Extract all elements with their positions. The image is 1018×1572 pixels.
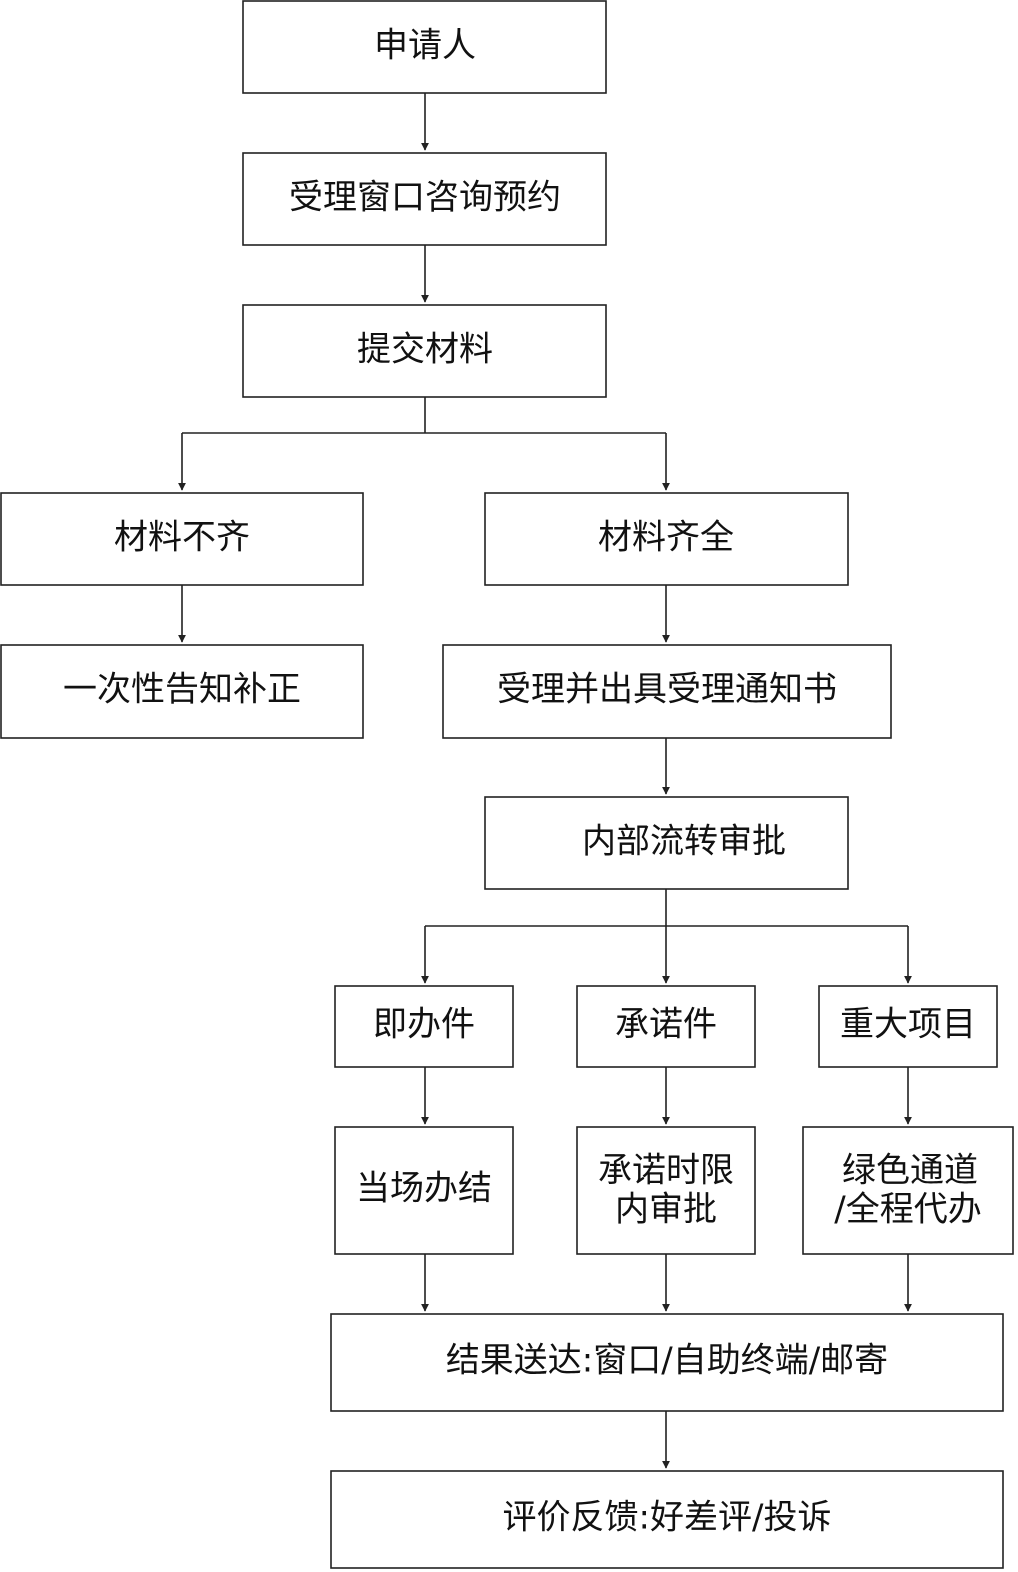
node-promise-limit: 承诺时限 内审批: [576, 1126, 756, 1255]
node-feedback: 评价反馈:好差评/投诉: [330, 1470, 1004, 1569]
node-major-project: 重大项目: [818, 985, 998, 1068]
node-promise-item: 承诺件: [576, 985, 756, 1068]
node-accept-notice-label: 受理并出具受理通知书: [497, 670, 837, 710]
node-green-channel-line-2: /全程代办: [834, 1190, 981, 1230]
node-submit: 提交材料: [242, 304, 607, 398]
node-one-time-notice: 一次性告知补正: [0, 644, 364, 739]
node-incomplete: 材料不齐: [0, 492, 364, 586]
node-complete-label: 材料齐全: [598, 518, 734, 558]
node-internal-review: 内部流转审批: [484, 796, 849, 890]
node-delivery: 结果送达:窗口/自助终端/邮寄: [330, 1313, 1004, 1412]
node-instant-item: 即办件: [334, 985, 514, 1068]
connectors: [178, 93, 912, 1469]
node-green-channel: 绿色通道 /全程代办: [802, 1126, 1014, 1255]
node-promise-limit-line-1: 承诺时限: [598, 1151, 734, 1191]
node-on-site-label: 当场办结: [356, 1169, 492, 1209]
node-promise-limit-line-2: 内审批: [615, 1190, 717, 1230]
node-incomplete-label: 材料不齐: [114, 518, 250, 558]
node-complete: 材料齐全: [484, 492, 849, 586]
node-one-time-notice-label: 一次性告知补正: [63, 670, 301, 710]
node-applicant-label: 申请人: [374, 26, 476, 66]
node-instant-item-label: 即办件: [373, 1005, 475, 1045]
node-feedback-label: 评价反馈:好差评/投诉: [503, 1498, 832, 1538]
node-submit-label: 提交材料: [357, 330, 493, 370]
node-accept-notice: 受理并出具受理通知书: [442, 644, 892, 739]
node-promise-item-label: 承诺件: [615, 1005, 717, 1045]
node-on-site: 当场办结: [334, 1126, 514, 1255]
node-major-project-label: 重大项目: [840, 1005, 976, 1045]
node-green-channel-line-1: 绿色通道: [842, 1151, 978, 1191]
node-internal-review-label: 内部流转审批: [582, 822, 786, 862]
node-applicant: 申请人: [242, 0, 607, 94]
node-delivery-label: 结果送达:窗口/自助终端/邮寄: [446, 1341, 888, 1381]
node-consult-label: 受理窗口咨询预约: [289, 178, 561, 218]
node-consult: 受理窗口咨询预约: [242, 152, 607, 246]
